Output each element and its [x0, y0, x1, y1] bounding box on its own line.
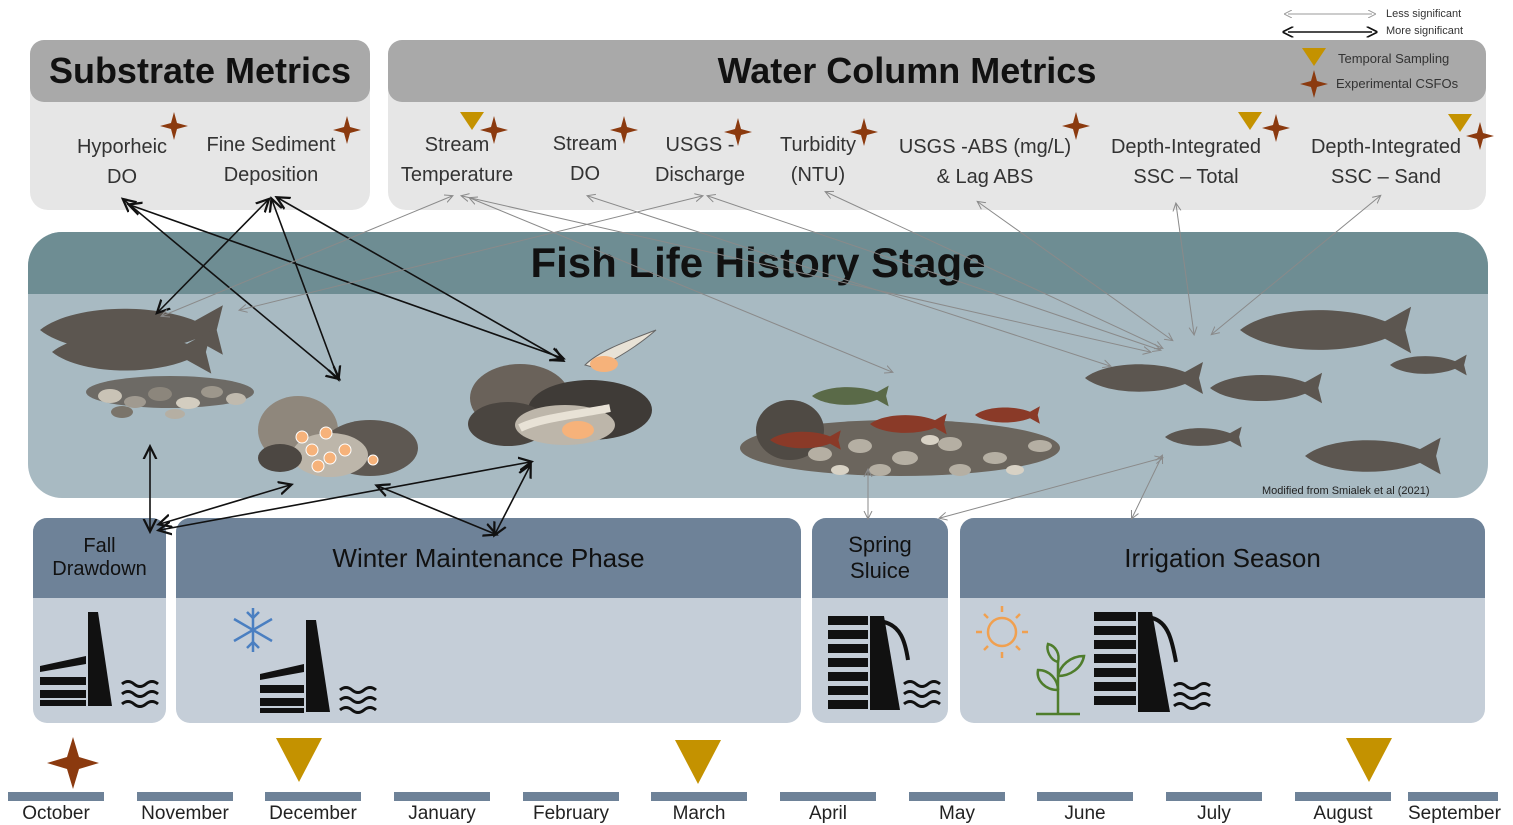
month-bar [523, 792, 619, 801]
metric-fine-sediment: Fine Sediment Deposition [196, 130, 346, 190]
month-bar [1408, 792, 1498, 801]
metric-stream-temperature-line2: Temperature [400, 164, 514, 186]
phase-irrigation-header: Irrigation Season [960, 518, 1485, 598]
metric-fine-sediment-line1: Fine Sediment [206, 134, 336, 156]
month-label: April [808, 803, 847, 824]
dam-irrigation-icon [1094, 612, 1211, 712]
phase-fall-drawdown-header: Fall Drawdown [33, 518, 166, 598]
month-november: November [137, 792, 233, 825]
phase-fall-line1: Fall [83, 535, 116, 557]
month-bar [1295, 792, 1391, 801]
fish-credit: Modified from Smialek et al (2021) [1262, 485, 1430, 497]
month-july: July [1166, 792, 1262, 825]
metric-turbidity-line1: Turbidity [780, 134, 856, 156]
metric-stream-temperature-line1: Stream [424, 134, 490, 156]
dam-low-icon [40, 612, 159, 708]
month-bar [8, 792, 104, 801]
month-may: May [909, 792, 1005, 825]
legend-less-significant: Less significant [1386, 8, 1462, 20]
metric-usgs-discharge: USGS - Discharge [645, 130, 755, 190]
metric-stream-do-line1: Stream [552, 133, 618, 155]
metric-ssc-sand-line2: SSC – Sand [1330, 166, 1442, 188]
month-march: March [651, 792, 747, 825]
metric-usgs-abs: USGS -ABS (mg/L) & Lag ABS [890, 132, 1080, 192]
month-bar [137, 792, 233, 801]
month-bar [1037, 792, 1133, 801]
month-june: June [1037, 792, 1133, 825]
month-bar [909, 792, 1005, 801]
metric-usgs-discharge-line2: Discharge [654, 164, 746, 186]
metric-usgs-abs-line2: & Lag ABS [936, 166, 1034, 188]
legend-temporal-sampling: Temporal Sampling [1338, 51, 1450, 66]
metric-ssc-total-line1: Depth-Integrated [1110, 136, 1262, 158]
phase-irrigation-season: Irrigation Season [960, 518, 1485, 723]
metric-turbidity: Turbidity (NTU) [766, 130, 870, 190]
substrate-title: Substrate Metrics [30, 40, 370, 102]
month-label: May [939, 803, 975, 824]
month-april: April [780, 792, 876, 825]
phase-spring-line1: Spring [848, 532, 912, 557]
month-label: December [269, 803, 357, 824]
metric-ssc-total-line2: SSC – Total [1133, 166, 1239, 188]
metric-stream-do: Stream DO [540, 129, 630, 189]
metric-stream-temperature: Stream Temperature [392, 130, 522, 190]
month-label: August [1313, 803, 1373, 824]
metric-hyporheic-do-line1: Hyporheic [76, 136, 168, 158]
metric-ssc-total: Depth-Integrated SSC – Total [1096, 132, 1276, 192]
month-label: March [672, 803, 726, 824]
phase-fall-line2: Drawdown [52, 558, 147, 580]
month-august: August [1295, 792, 1391, 825]
metric-turbidity-line2: (NTU) [790, 164, 846, 186]
phase-spring-line2: Sluice [850, 558, 910, 583]
metric-hyporheic-do: Hyporheic DO [52, 132, 192, 192]
month-february: February [523, 792, 619, 825]
legend-arrows [1280, 4, 1390, 40]
metric-stream-do-line2: DO [570, 163, 600, 185]
metric-usgs-discharge-line1: USGS - [665, 134, 735, 156]
metric-ssc-sand: Depth-Integrated SSC – Sand [1296, 132, 1476, 192]
month-label: October [22, 803, 90, 824]
phase-fall-drawdown: Fall Drawdown [33, 518, 166, 723]
month-september: September [1408, 792, 1501, 825]
phase-spring-header: Spring Sluice [812, 518, 948, 598]
month-october: October [8, 792, 104, 825]
month-label: February [532, 803, 610, 824]
month-bar [780, 792, 876, 801]
metric-ssc-sand-line1: Depth-Integrated [1310, 136, 1462, 158]
month-label: January [408, 803, 476, 824]
sun-icon [976, 606, 1028, 658]
phase-winter-label: Winter Maintenance Phase [332, 542, 645, 573]
plant-icon [1036, 642, 1086, 716]
dam-sluice-icon [828, 616, 941, 710]
dam-winter-icon [260, 620, 377, 714]
month-label: July [1197, 803, 1231, 824]
legend-experimental-csfos: Experimental CSFOs [1336, 76, 1459, 91]
month-bar [1166, 792, 1262, 801]
spawning-gravel-icon [86, 376, 254, 419]
snowflake-icon [233, 608, 273, 652]
month-december: December [265, 792, 361, 825]
month-january: January [394, 792, 490, 825]
month-bar [651, 792, 747, 801]
legend-more-significant: More significant [1386, 25, 1464, 37]
month-bar [394, 792, 490, 801]
metric-usgs-abs-line1: USGS -ABS (mg/L) [898, 136, 1072, 158]
phase-irrigation-label: Irrigation Season [1124, 542, 1321, 573]
metric-hyporheic-do-line2: DO [107, 166, 137, 188]
month-label: September [1408, 803, 1501, 824]
month-bar [265, 792, 361, 801]
month-label: June [1064, 803, 1106, 824]
water-column-title-text: Water Column Metrics [717, 50, 1097, 91]
month-label: November [141, 803, 229, 824]
metric-fine-sediment-line2: Deposition [223, 164, 319, 186]
